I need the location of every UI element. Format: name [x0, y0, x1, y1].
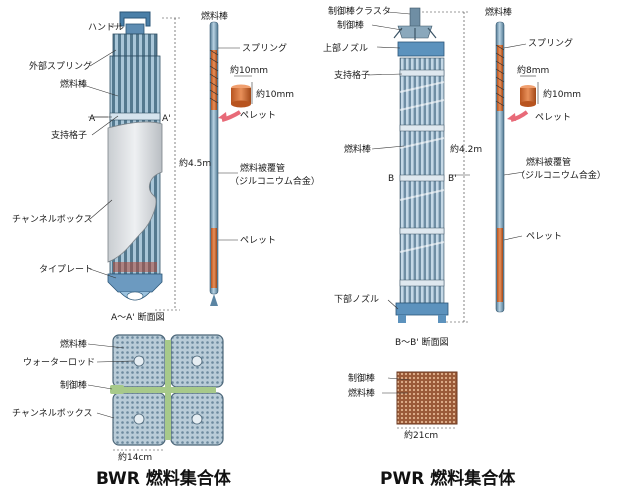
pwr-section: [396, 371, 458, 425]
bwr-label-spacer: 支持格子: [51, 129, 87, 141]
bwr-pellet: [218, 84, 251, 122]
bwr-section: [110, 334, 224, 446]
pwr-spacer-section: [399, 174, 445, 182]
bwr-label-rod-top: 燃料棒: [201, 10, 228, 22]
bwr-label-sec-fuel-rod: 燃料棒: [60, 338, 87, 350]
pwr-label-sec-fuel-rod: 燃料棒: [348, 387, 375, 399]
bwr-label-sec-channel-box: チャンネルボックス: [12, 408, 92, 419]
bwr-label-cladding: 燃料被覆管: [240, 162, 285, 174]
bwr-assembly: [107, 11, 163, 301]
bwr-label-section-a: A: [89, 114, 96, 124]
bwr-label-pellet: ペレット: [240, 111, 276, 121]
pwr-label-cladding: 燃料被覆管: [526, 156, 571, 168]
bwr-label-length: 約4.5m: [179, 157, 211, 169]
pwr-pellet: [507, 85, 536, 122]
bwr-title: BWR 燃料集合体: [96, 468, 232, 489]
pwr-label-pellet: ペレット: [535, 113, 571, 123]
bwr-label-tie-plate: タイプレート: [39, 264, 93, 275]
pwr-label-section-title: B～B' 断面図: [395, 336, 449, 348]
pwr-label-length: 約4.2m: [450, 143, 482, 155]
pwr-label-section-b-prime: B': [448, 174, 457, 184]
bwr-label-channel-box: チャンネルボックス: [12, 214, 92, 225]
pwr-label-rod-pellet: ペレット: [526, 232, 562, 242]
leader-lines: [79, 11, 539, 419]
pwr-label-rod-top: 燃料棒: [485, 6, 512, 18]
pwr-label-upper-nozzle: 上部ノズル: [323, 42, 368, 54]
pwr-label-spring: スプリング: [528, 37, 573, 49]
pwr-single-rod: [495, 21, 505, 313]
pwr-label-sec-control-rod: 制御棒: [348, 372, 375, 384]
bwr-tie-plate: [107, 273, 163, 293]
bwr-label-fuel-rod: 燃料棒: [60, 78, 87, 90]
bwr-label-width: 約14cm: [118, 451, 152, 463]
pwr-lower-nozzle: [395, 302, 449, 316]
bwr-label-section-a-prime: A': [162, 114, 171, 124]
bwr-channel-box: [107, 121, 163, 263]
pwr-label-fuel-rod: 燃料棒: [344, 143, 371, 155]
pwr-label-pellet-height: 約10mm: [543, 88, 581, 100]
bwr-label-outer-spring: 外部スプリング: [29, 60, 92, 72]
bwr-label-control-rod: 制御棒: [60, 379, 87, 391]
bwr-label-rod-pellet: ペレット: [240, 236, 276, 246]
pwr-label-cladding-material: （ジルコニウム合金）: [516, 169, 606, 181]
pwr-label-lower-nozzle: 下部ノズル: [334, 293, 379, 305]
pwr-label-pellet-dia: 約8mm: [517, 64, 549, 76]
pwr-title: PWR 燃料集合体: [380, 468, 516, 489]
pwr-label-section-b: B: [388, 174, 394, 184]
bwr-label-water-rod: ウォーターロッド: [23, 357, 95, 368]
bwr-outer-spring: [112, 33, 158, 57]
pwr-label-spacer: 支持格子: [334, 69, 370, 81]
bwr-label-handle: ハンドル: [88, 23, 124, 33]
pwr-upper-nozzle: [397, 41, 445, 57]
bwr-label-spring: スプリング: [242, 42, 287, 54]
bwr-label-section-title: A～A' 断面図: [111, 311, 165, 323]
pwr-assembly: [393, 7, 449, 323]
bwr-single-rod: [209, 21, 219, 306]
pwr-label-control-cluster: 制御棒クラスタ: [328, 5, 391, 17]
bwr-label-pellet-height: 約10mm: [256, 88, 294, 100]
bwr-spacer: [109, 112, 161, 121]
bwr-label-cladding-material: （ジルコニウム合金）: [230, 175, 320, 187]
pwr-label-control-rod: 制御棒: [337, 19, 364, 31]
pwr-label-width: 約21cm: [404, 429, 438, 441]
bwr-label-pellet-dia: 約10mm: [230, 64, 268, 76]
